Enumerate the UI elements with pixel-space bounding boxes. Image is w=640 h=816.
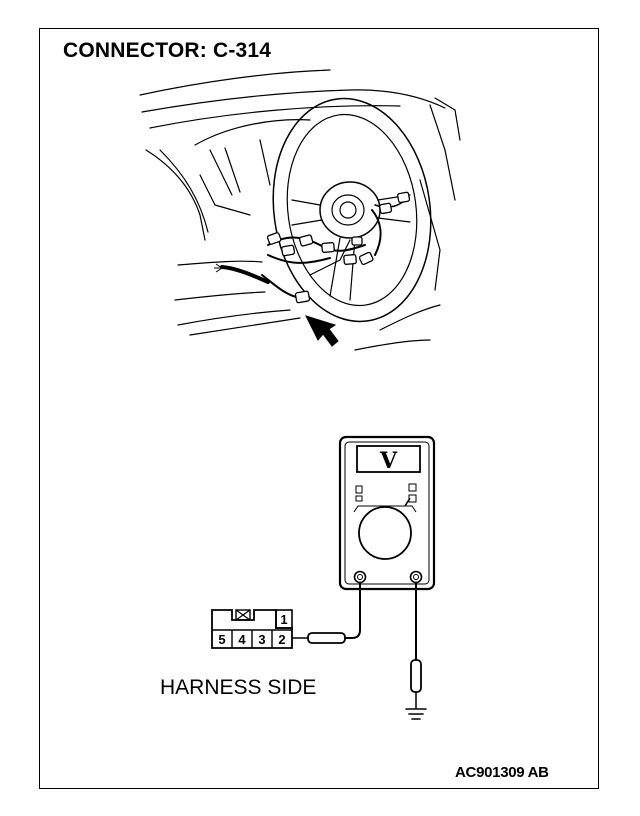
connector-face: [211, 609, 293, 649]
com-jack-inner: [357, 574, 363, 580]
range-mark: [408, 494, 417, 503]
harness-connector: [379, 202, 393, 215]
harness-connectors: [266, 191, 411, 304]
harness-connector: [298, 234, 314, 247]
pin-box-1: [275, 609, 293, 629]
figure-code: AC901309 AB: [455, 764, 549, 781]
dial-scale: [353, 505, 417, 513]
v-jack-inner: [413, 574, 419, 580]
range-mark: [355, 495, 363, 502]
harness-cable: [220, 265, 270, 284]
harness-side-label: HARNESS SIDE: [160, 676, 317, 699]
harness-connector: [397, 191, 411, 204]
pin-label-5: 5: [218, 632, 225, 647]
voltmeter: [338, 435, 436, 591]
probe-tip-positive: [307, 632, 346, 644]
com-jack: [353, 570, 367, 584]
voltmeter-inner: [344, 441, 430, 585]
harness-connector: [321, 242, 335, 253]
range-mark: [355, 485, 363, 494]
pin-label-3: 3: [258, 632, 265, 647]
harness-connector: [266, 232, 282, 245]
harness-connector: [351, 236, 363, 246]
harness-connector: [343, 254, 357, 265]
probe-leads: [292, 582, 427, 720]
pin-label-4: 4: [238, 632, 246, 647]
pin-label-2: 2: [278, 632, 285, 647]
pin-label-1: 1: [280, 612, 287, 627]
voltmeter-display: [356, 445, 421, 473]
ground-icon: [405, 708, 427, 720]
harness-connector: [281, 244, 296, 257]
range-mark: [408, 483, 417, 492]
voltmeter-dial: [358, 506, 412, 560]
connector-c314: [294, 290, 311, 304]
dashboard-illustration: [139, 69, 461, 351]
voltmeter-body: [338, 435, 436, 591]
connector-title: CONNECTOR: C-314: [63, 39, 272, 62]
empty-cavity: [235, 609, 251, 621]
cable-end: [214, 263, 223, 273]
harness-connector: [358, 251, 374, 266]
probe-tip-ground: [410, 659, 422, 693]
voltmeter-symbol: V: [379, 448, 398, 474]
figure-frame: [39, 28, 599, 789]
pointer-arrow-icon: [305, 315, 339, 347]
empty-cavity-x-icon: [235, 609, 251, 621]
v-jack: [409, 570, 423, 584]
